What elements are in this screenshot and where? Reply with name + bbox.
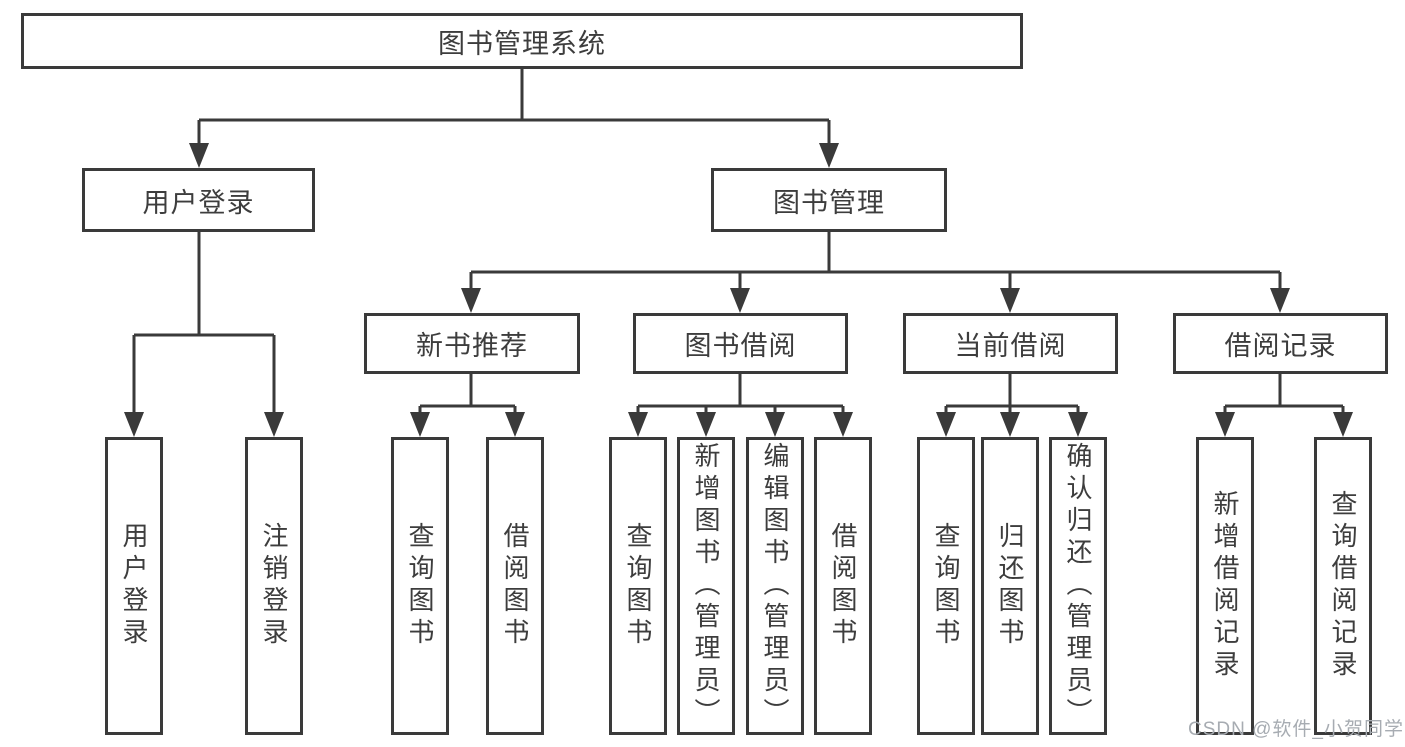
leaf-query-books-borrowing: 查询图书 <box>609 437 667 735</box>
node-label: 图书借阅 <box>684 331 797 361</box>
leaf-borrow-books-borrowing: 借阅图书 <box>814 437 872 735</box>
leaf-add-borrow-record: 新增借阅记录 <box>1196 437 1254 735</box>
node-label: 图书管理系统 <box>438 28 606 59</box>
arrowheads <box>124 143 1353 437</box>
node-new-book-recommend: 新书推荐 <box>364 313 580 374</box>
node-label: 借阅图书 <box>500 522 530 650</box>
csdn-watermark: CSDN @软件_小贺同学 <box>1188 719 1404 740</box>
node-current-borrowing: 当前借阅 <box>903 313 1118 374</box>
node-label: 新增借阅记录 <box>1210 490 1240 682</box>
node-label: 查询借阅记录 <box>1328 490 1358 682</box>
leaf-borrow-books-recommend: 借阅图书 <box>486 437 544 735</box>
node-label: 当前借阅 <box>954 331 1067 361</box>
node-label: 注销登录 <box>259 522 289 650</box>
node-label: 查询图书 <box>623 522 653 650</box>
node-label: 图书管理 <box>773 187 885 218</box>
node-label: 编辑图书（管理员） <box>760 442 790 730</box>
node-user-login: 用户登录 <box>82 168 315 232</box>
node-label: 新增图书（管理员） <box>691 442 721 730</box>
node-label: 确认归还（管理员） <box>1063 442 1093 730</box>
node-label: 归还图书 <box>995 522 1025 650</box>
node-label: 用户登录 <box>142 187 255 218</box>
node-label: 借阅图书 <box>828 522 858 650</box>
leaf-query-borrow-record: 查询借阅记录 <box>1314 437 1372 735</box>
node-root-system: 图书管理系统 <box>21 13 1023 69</box>
node-book-borrowing: 图书借阅 <box>633 313 848 374</box>
node-book-management: 图书管理 <box>711 168 947 232</box>
leaf-logout: 注销登录 <box>245 437 303 735</box>
leaf-query-books-current: 查询图书 <box>917 437 975 735</box>
leaf-user-login: 用户登录 <box>105 437 163 735</box>
node-label: 新书推荐 <box>416 331 528 361</box>
node-label: 借阅记录 <box>1224 331 1337 361</box>
leaf-add-books-admin: 新增图书（管理员） <box>677 437 735 735</box>
leaf-query-books-recommend: 查询图书 <box>391 437 449 735</box>
node-label: 查询图书 <box>405 522 435 650</box>
node-borrowing-records: 借阅记录 <box>1173 313 1388 374</box>
node-label: 用户登录 <box>119 522 149 650</box>
leaf-return-books: 归还图书 <box>981 437 1039 735</box>
leaf-confirm-return-admin: 确认归还（管理员） <box>1049 437 1107 735</box>
node-label: 查询图书 <box>931 522 961 650</box>
leaf-edit-books-admin: 编辑图书（管理员） <box>746 437 804 735</box>
